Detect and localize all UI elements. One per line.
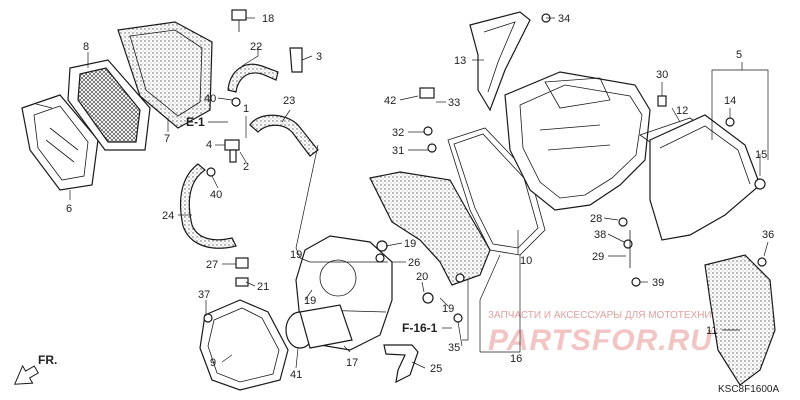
callout-7: 7 xyxy=(164,133,170,145)
callout-37: 36 xyxy=(762,229,774,241)
callout-39-bottom: 39 xyxy=(652,277,664,289)
callout-15: 15 xyxy=(755,149,767,161)
callout-36: 35 xyxy=(448,342,460,354)
callout-19-right: 19 xyxy=(404,238,416,250)
part-24-hose xyxy=(249,114,319,157)
callout-26: 25 xyxy=(430,363,442,375)
callout-12: 12 xyxy=(676,105,688,117)
callout-25: 24 xyxy=(162,210,174,222)
callout-2: 2 xyxy=(243,161,249,173)
callout-14: 14 xyxy=(724,95,736,107)
bolts xyxy=(203,13,767,323)
callout-40-top: 40 xyxy=(204,93,216,105)
callout-20: 19 xyxy=(442,303,454,315)
part-7-foam-element xyxy=(117,21,213,129)
part-25-hose xyxy=(180,163,237,249)
callout-22: 21 xyxy=(257,281,269,293)
callout-34: 33 xyxy=(448,97,460,109)
callout-16: 16 xyxy=(510,353,522,365)
callout-42: 42 xyxy=(384,95,396,107)
callout-35: 34 xyxy=(558,13,570,25)
callout-38: 37 xyxy=(198,289,210,301)
callout-5: 5 xyxy=(736,49,742,61)
part-6-frame xyxy=(21,94,99,191)
callout-4: 4 xyxy=(206,139,212,151)
part-16-plate xyxy=(369,171,491,286)
callout-19-lower: 19 xyxy=(304,295,316,307)
callout-40-bottom: 40 xyxy=(210,189,222,201)
callout-30: 29 xyxy=(592,251,604,263)
part-11-guard xyxy=(704,254,776,386)
callout-39-top: 38 xyxy=(594,229,606,241)
part-18-breather xyxy=(231,9,247,32)
callout-10: 10 xyxy=(520,255,532,267)
callout-24: 23 xyxy=(283,95,295,107)
callout-18: 18 xyxy=(262,13,274,25)
callout-23: 22 xyxy=(250,41,262,53)
front-arrow-icon xyxy=(13,364,39,385)
part-28-fitting xyxy=(235,257,249,287)
part-26-hose xyxy=(383,344,419,384)
reference-e-1: E-1 xyxy=(186,115,205,129)
callout-41: 41 xyxy=(290,369,302,381)
callout-33: 32 xyxy=(392,127,404,139)
part-23-hose xyxy=(227,63,279,93)
callout-9: 9 xyxy=(210,357,216,369)
diagram-code: KSC8F1600A xyxy=(718,384,779,395)
callout-1: 1 xyxy=(243,103,249,115)
part-13-shroud xyxy=(469,11,531,112)
callout-28: 27 xyxy=(206,259,218,271)
callout-8: 8 xyxy=(83,41,89,53)
callout-27: 26 xyxy=(408,257,420,269)
callout-19-left: 19 xyxy=(290,249,302,261)
part-10-seal xyxy=(447,127,546,256)
callout-17: 17 xyxy=(346,357,358,369)
part-4-joint xyxy=(224,139,240,163)
callout-21: 20 xyxy=(416,271,428,283)
part-9-cover xyxy=(199,299,289,391)
callout-labels: 18 22 3 8 7 6 40 1 4 2 40 23 24 27 21 37… xyxy=(66,13,774,381)
air-box-main xyxy=(504,71,651,211)
leader-lines xyxy=(35,17,769,369)
callout-31: 30 xyxy=(656,69,668,81)
part-5-side-cover xyxy=(649,114,761,241)
callout-32: 31 xyxy=(392,145,404,157)
part-3-clamp xyxy=(289,47,303,73)
callout-3: 3 xyxy=(316,51,322,63)
watermark-logo: PARTSFOR.RU xyxy=(488,324,713,357)
callout-13: 13 xyxy=(454,55,466,67)
watermark-text: ЗАПЧАСТИ И АКСЕССУАРЫ ДЛЯ МОТОТЕХНИКИ xyxy=(488,310,725,321)
part-41-boot xyxy=(285,304,353,349)
callout-11: 11 xyxy=(706,325,717,337)
callout-29: 28 xyxy=(590,213,602,225)
front-marker: FR. xyxy=(38,353,57,367)
reference-f-16-1: F-16-1 xyxy=(402,321,438,335)
callout-6: 6 xyxy=(66,203,72,215)
part-8-filter-screen xyxy=(67,59,151,151)
